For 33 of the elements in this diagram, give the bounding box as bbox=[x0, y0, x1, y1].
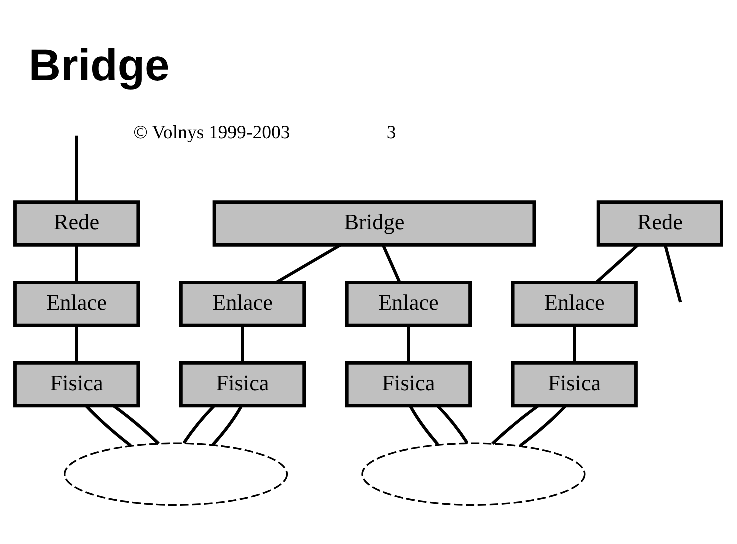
node-cloud bbox=[64, 442, 288, 506]
connector bbox=[182, 404, 216, 444]
node-box: Fisica bbox=[14, 360, 140, 408]
connector bbox=[409, 405, 440, 446]
node-box: Enlace bbox=[511, 280, 638, 327]
connector bbox=[664, 244, 682, 302]
connector bbox=[573, 326, 576, 363]
node-box: Rede bbox=[14, 200, 140, 246]
connector bbox=[75, 245, 78, 282]
node-box: Bridge bbox=[212, 200, 536, 246]
connector bbox=[492, 404, 539, 444]
node-box: Enlace bbox=[179, 280, 306, 327]
connector bbox=[75, 135, 78, 202]
diagram-title: Bridge bbox=[28, 41, 170, 90]
node-box: Fisica bbox=[179, 360, 306, 408]
connector bbox=[407, 326, 410, 363]
node-box: Rede bbox=[596, 200, 724, 246]
connector bbox=[241, 326, 244, 363]
label: 3 bbox=[386, 122, 396, 144]
connector bbox=[382, 244, 402, 283]
node-cloud bbox=[362, 442, 586, 506]
node-box: Fisica bbox=[511, 360, 638, 408]
node-box: Enlace bbox=[14, 280, 140, 327]
node-box: Fisica bbox=[345, 360, 472, 408]
connector bbox=[437, 404, 469, 444]
connector bbox=[596, 244, 640, 284]
connector bbox=[113, 404, 160, 444]
connector bbox=[86, 404, 132, 447]
node-box: Enlace bbox=[345, 280, 472, 327]
connector bbox=[520, 404, 567, 447]
connector bbox=[212, 405, 243, 446]
label: © Volnys 1999-2003 bbox=[134, 122, 290, 144]
connector bbox=[75, 326, 78, 363]
